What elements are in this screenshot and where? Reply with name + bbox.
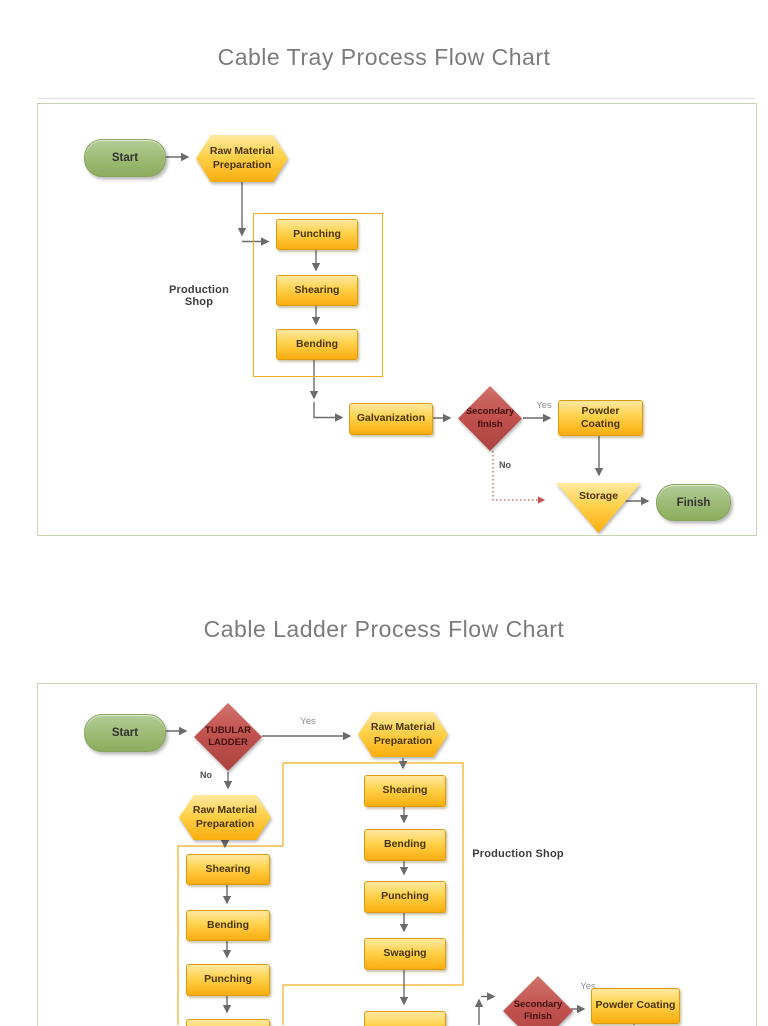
- partial-box-left: [186, 1019, 270, 1026]
- start-node: Start: [84, 139, 166, 177]
- powder-coating-box: Powder Coating: [591, 988, 680, 1024]
- storage-triangle: Storage: [556, 483, 641, 533]
- yes-label-top: Yes: [300, 716, 316, 727]
- punching-box-left: Punching: [186, 964, 270, 996]
- no-path-dotted: [492, 451, 546, 504]
- production-shop-label: Production Shop: [472, 848, 564, 860]
- tubular-ladder-diamond: TUBULAR LADDER: [194, 703, 262, 771]
- chart1-title: Cable Tray Process Flow Chart: [217, 44, 551, 70]
- shearing-box: Shearing: [276, 275, 358, 306]
- partial-box-right: [364, 1011, 446, 1026]
- chart1-connectors: [164, 152, 650, 506]
- galvanization-box: Galvanization: [349, 403, 433, 435]
- shearing-box-right: Shearing: [364, 775, 446, 807]
- bending-box-right: Bending: [364, 829, 446, 861]
- production-shop-group: [253, 213, 383, 377]
- yes-label: Yes: [536, 400, 552, 411]
- start-node: Start: [84, 714, 166, 752]
- punching-box-right: Punching: [364, 881, 446, 913]
- secondary-finish-diamond: Secondary Finish: [503, 976, 573, 1026]
- powder-coating-box: Powder Coating: [558, 400, 643, 436]
- page-rule: [37, 98, 755, 99]
- chart2-title: Cable Ladder Process Flow Chart: [203, 616, 565, 642]
- no-label: No: [499, 460, 511, 470]
- bending-box-left: Bending: [186, 910, 270, 941]
- shearing-box-left: Shearing: [186, 854, 270, 885]
- raw-material-hexagon-right: Raw Material Preparation: [358, 712, 448, 757]
- no-label: No: [200, 770, 212, 780]
- cable-tray-flowchart: Production Shop Start Raw Material Prepa…: [37, 103, 757, 536]
- secondary-finish-diamond: Secondary finish: [458, 386, 522, 451]
- production-shop-label: Production Shop: [168, 284, 230, 308]
- bending-box: Bending: [276, 329, 358, 360]
- swaging-box: Swaging: [364, 938, 446, 970]
- raw-material-hexagon: Raw Material Preparation: [196, 135, 288, 182]
- chart2-connectors: [164, 726, 635, 1025]
- raw-material-hexagon-left: Raw Material Preparation: [179, 795, 271, 840]
- yes-label-bottom: Yes: [580, 981, 596, 992]
- cable-ladder-flowchart: Production Shop Start TUBULAR LADDER Yes…: [37, 683, 757, 1026]
- production-shop-group-border: [177, 762, 464, 1025]
- punching-box: Punching: [276, 219, 358, 250]
- finish-node: Finish: [656, 484, 731, 521]
